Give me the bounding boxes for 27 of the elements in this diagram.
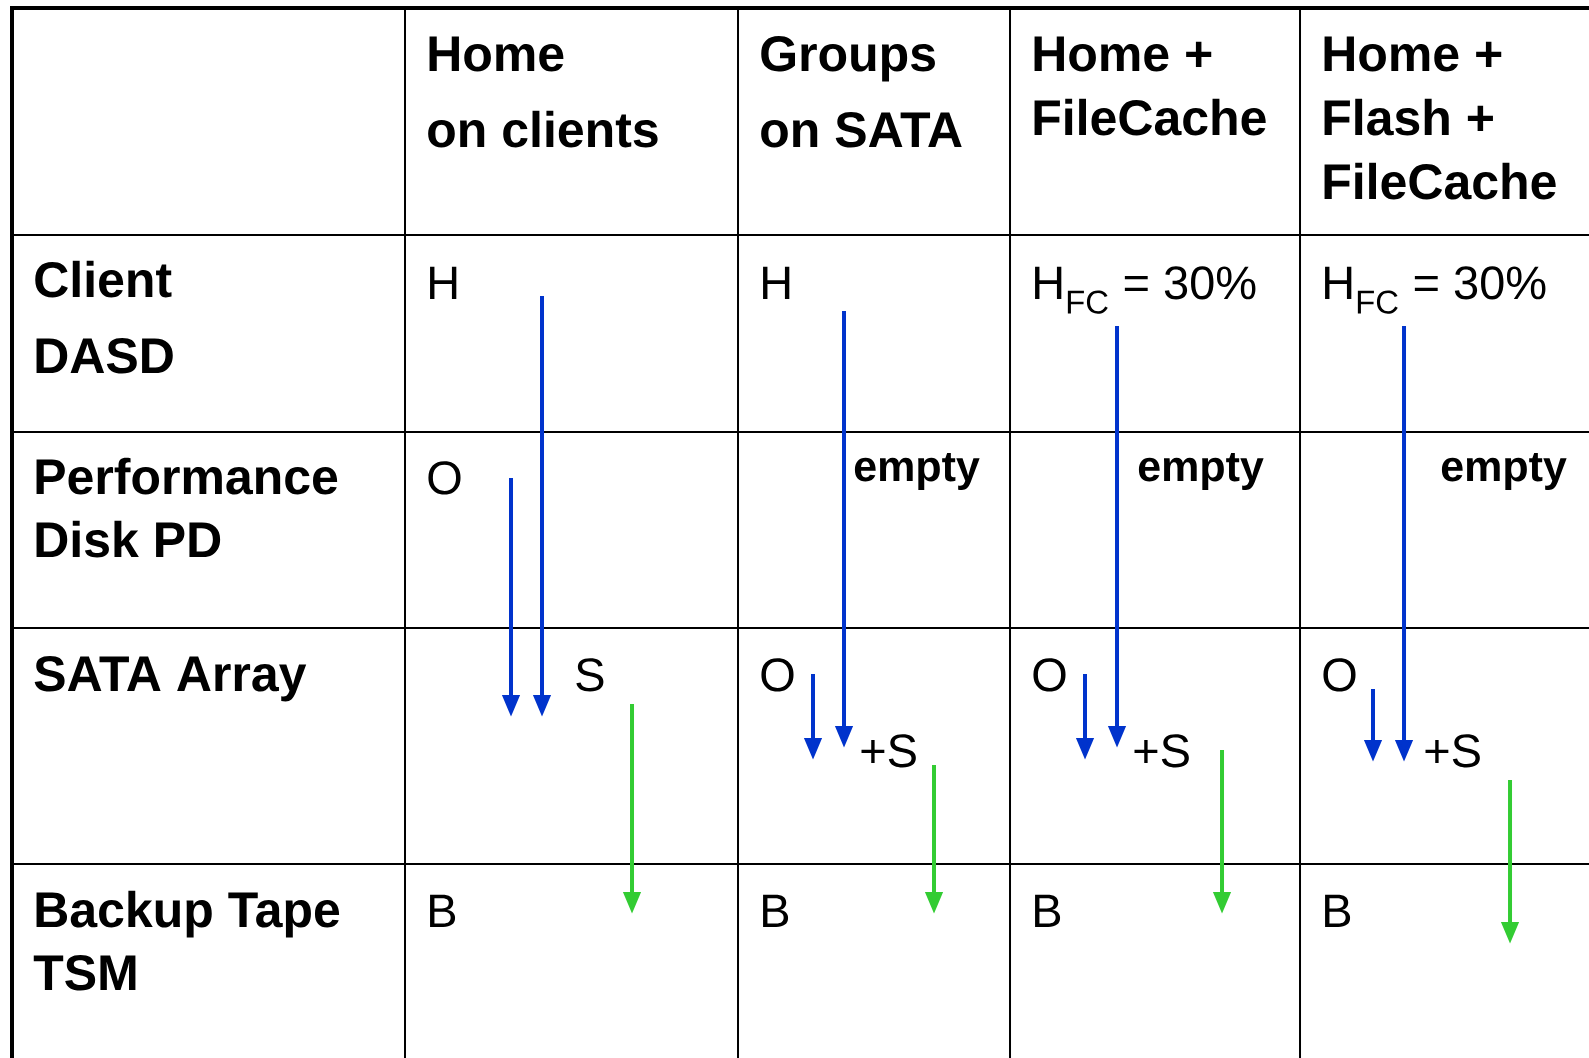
cell-text: +S (1134, 734, 1189, 768)
row-header: SATA Array (34, 656, 307, 702)
column-header: Groups on SATA (761, 36, 962, 148)
cell-text: H$_{FC}$ = 30% (1035, 266, 1256, 314)
cell-text: B (1325, 894, 1351, 927)
row-header: Backup Tape TSM (33, 890, 340, 991)
cell-text: +S (1425, 734, 1480, 768)
cell-text: O (761, 658, 794, 692)
cell-text: H (763, 266, 790, 299)
column-header: Home + FileCache (1034, 36, 1266, 136)
column-header: Home + Flash + FileCache (1324, 36, 1556, 200)
cell-text: B (430, 894, 456, 927)
column-header: Home on clients (428, 36, 658, 148)
cell-note: empty (854, 452, 980, 490)
cell-text: O (428, 461, 461, 495)
row-header: Client DASD (35, 260, 173, 374)
cell-text: B (763, 894, 789, 927)
cell-text: +S (861, 734, 916, 768)
cell-text: S (576, 658, 604, 692)
cell-text: H$_{FC}$ = 30% (1325, 266, 1546, 314)
cell-text: O (1033, 658, 1066, 692)
cell-note: empty (1138, 452, 1264, 490)
cell-note: empty (1441, 452, 1567, 490)
cell-text: B (1035, 894, 1061, 927)
row-header: Performance Disk PD (36, 457, 338, 558)
cell-text: H (430, 266, 457, 299)
cell-text: O (1323, 658, 1356, 692)
